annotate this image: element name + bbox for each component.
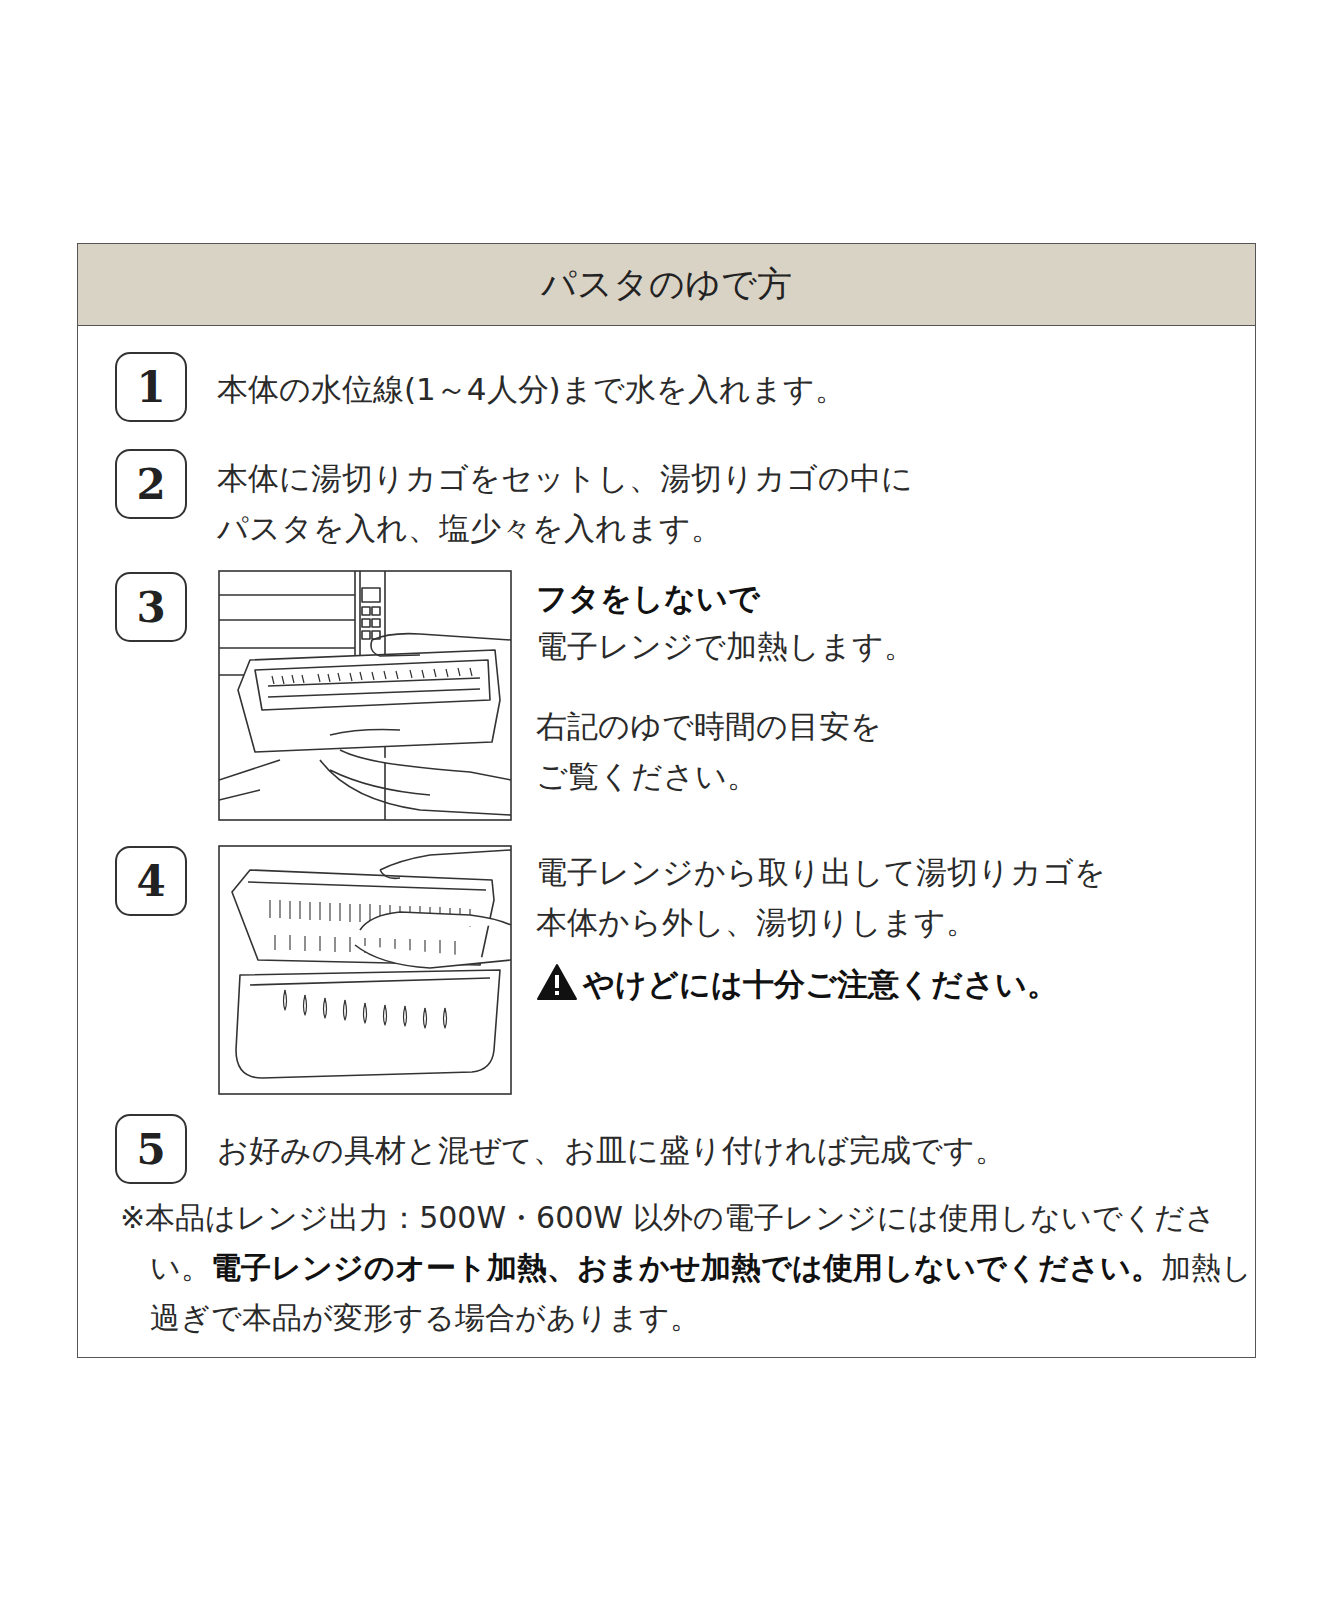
step-number: 2 (136, 460, 165, 509)
title-band: パスタのゆで方 (78, 244, 1255, 326)
step-number-box: 4 (115, 846, 187, 916)
step-text: お好みの具材と混ぜて、お皿に盛り付ければ完成です。 (217, 1125, 1237, 1175)
warning-icon (538, 965, 576, 999)
step-text: 電子レンジから取り出して湯切りカゴを 本体から外し、湯切りします。 (536, 847, 1121, 947)
step-text: 右記のゆで時間の目安を ご覧ください。 (536, 701, 896, 801)
step-text: 電子レンジで加熱します。 (536, 621, 1136, 671)
step-number: 1 (136, 363, 165, 412)
step-text: 本体に湯切りカゴをセットし、湯切りカゴの中に パスタを入れ、塩少々を入れます。 (217, 453, 917, 553)
step-number-box: 5 (115, 1114, 187, 1184)
instruction-panel: パスタのゆで方 (77, 243, 1256, 1358)
caution-note: ※本品はレンジ出力：500W・600W 以外の電子レンジには使用しないでください… (120, 1193, 1260, 1343)
step-number: 5 (136, 1125, 165, 1174)
microwave-illustration (219, 571, 511, 820)
step-number-box: 2 (115, 449, 187, 519)
note-emphasis: 電子レンジのオート加熱、おまかせ加熱では使用しないでください。 (211, 1250, 1161, 1285)
step-number-box: 3 (115, 572, 187, 642)
emphasis-text: フタをしないで (536, 573, 1136, 623)
title: パスタのゆで方 (541, 261, 792, 308)
emphasis-text: やけどには十分ご注意ください。 (583, 959, 1233, 1009)
step-number: 4 (136, 857, 165, 906)
step-text: 本体の水位線(1～4人分)まで水を入れます。 (217, 364, 1217, 414)
step-number: 3 (136, 583, 165, 632)
draining-illustration (232, 850, 511, 1078)
step-number-box: 1 (115, 352, 187, 422)
